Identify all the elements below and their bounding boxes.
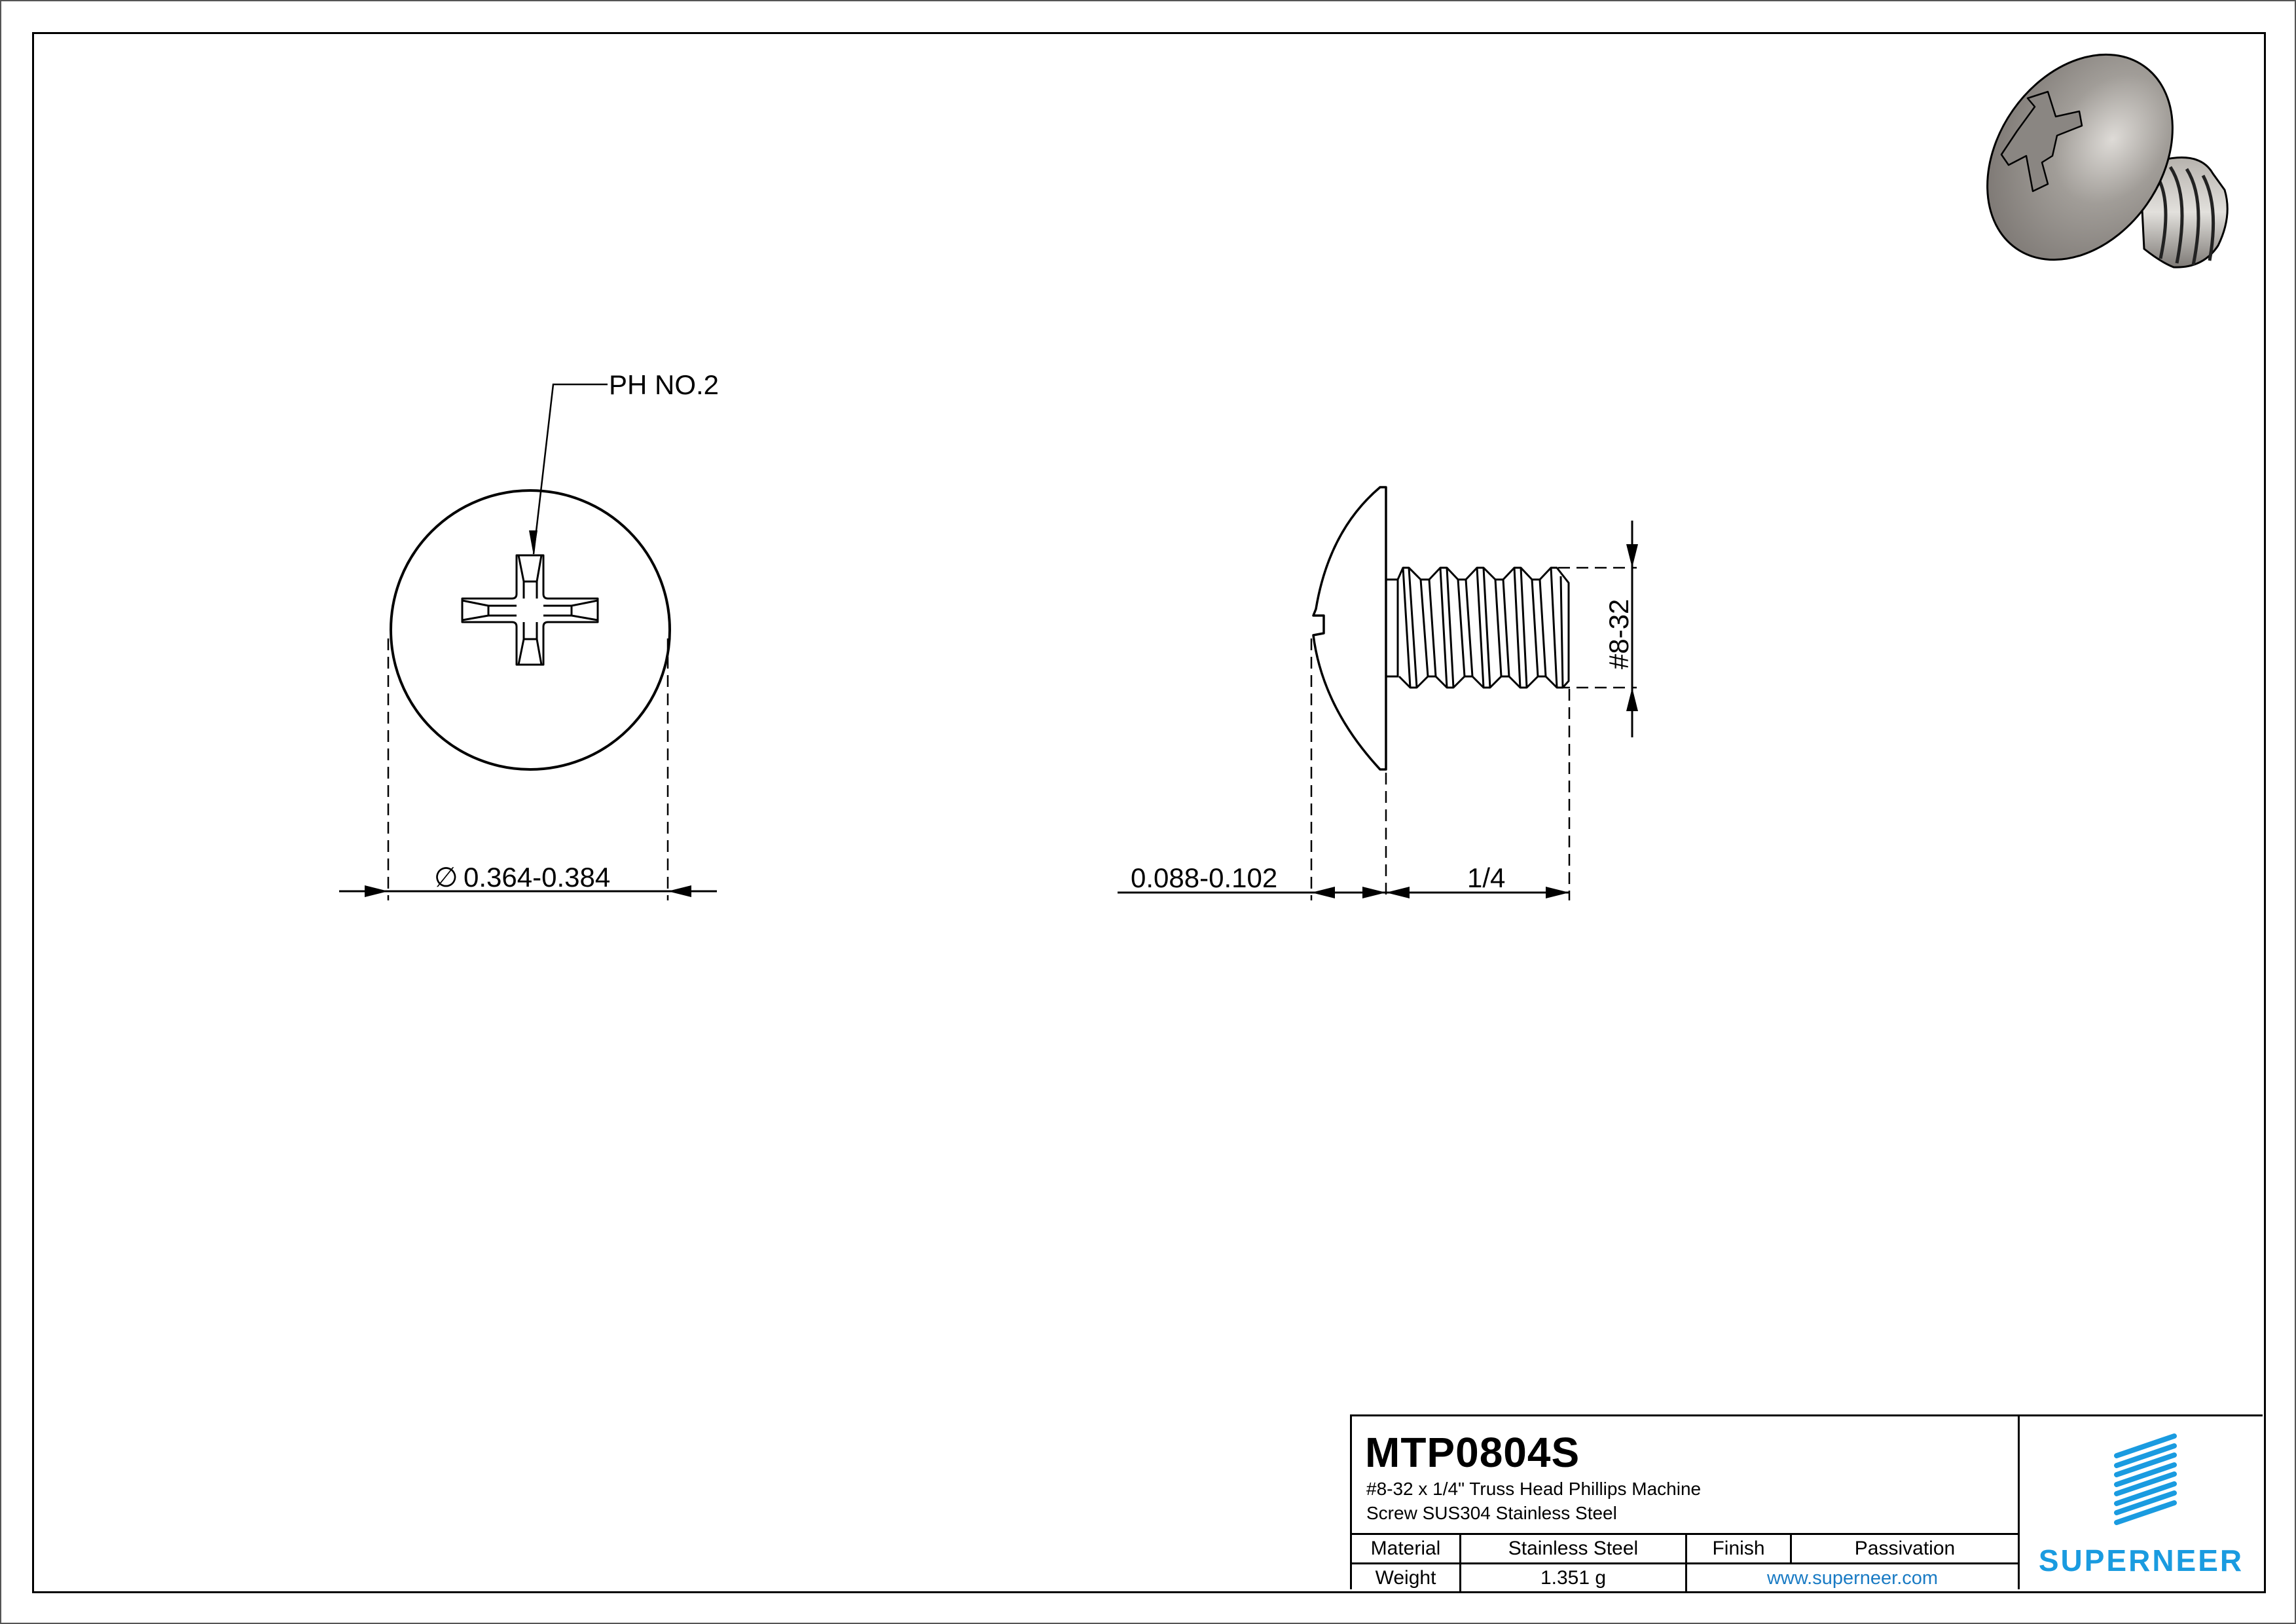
sheet-inner-border (32, 32, 2266, 1593)
brand-logo: SUPERNEER (2020, 1416, 2263, 1589)
thread-profile (1396, 566, 1570, 689)
screw-head-outline (390, 489, 671, 771)
callout-phillips-size: PH NO.2 (609, 369, 719, 400)
isometric-screw-render (1986, 53, 2229, 268)
finish-value: Passivation (1854, 1538, 1956, 1559)
material-value: Stainless Steel (1461, 1535, 1687, 1562)
website-link[interactable]: www.superneer.com (1766, 1568, 1939, 1589)
thread-dimension: #8-32 (1603, 599, 1634, 669)
material-finish-row: Material Stainless Steel Finish Passivat… (1352, 1533, 2018, 1562)
phillips-recess-icon (461, 554, 599, 666)
description-line-2: Screw SUS304 Stainless Steel (1366, 1503, 1617, 1523)
superneer-stripes-icon (2114, 1433, 2177, 1525)
head-height-dimension: 0.088-0.102 (1131, 862, 1277, 893)
material-label: Material (1352, 1535, 1461, 1562)
part-number: MTP0804S (1365, 1429, 1580, 1476)
callout-leader (529, 383, 608, 555)
side-view-dimensions: 0.088-0.102 1/4 #8-32 (1118, 521, 1638, 900)
screw-head-profile (1312, 486, 1387, 771)
diameter-dimension: 0.364-0.384 (464, 862, 610, 893)
diameter-symbol: ∅ (434, 862, 458, 893)
description-line-1: #8-32 x 1/4" Truss Head Phillips Machine (1366, 1479, 1702, 1499)
part-description: #8-32 x 1/4" Truss Head Phillips Machine… (1366, 1477, 2008, 1525)
title-block-info: MTP0804S #8-32 x 1/4" Truss Head Phillip… (1352, 1416, 2020, 1591)
length-dimension: 1/4 (1467, 862, 1505, 893)
weight-website-row: Weight 1.351 g www.superneer.com (1352, 1562, 2018, 1591)
weight-label: Weight (1352, 1564, 1461, 1591)
weight-value: 1.351 g (1461, 1564, 1687, 1591)
side-view (1312, 486, 1570, 771)
finish-label: Finish (1687, 1535, 1792, 1562)
title-block: MTP0804S #8-32 x 1/4" Truss Head Phillip… (1350, 1414, 2263, 1591)
front-view: PH NO.2 ∅ 0.364-0.384 (339, 369, 719, 900)
logo-wordmark: SUPERNEER (2038, 1543, 2244, 1578)
